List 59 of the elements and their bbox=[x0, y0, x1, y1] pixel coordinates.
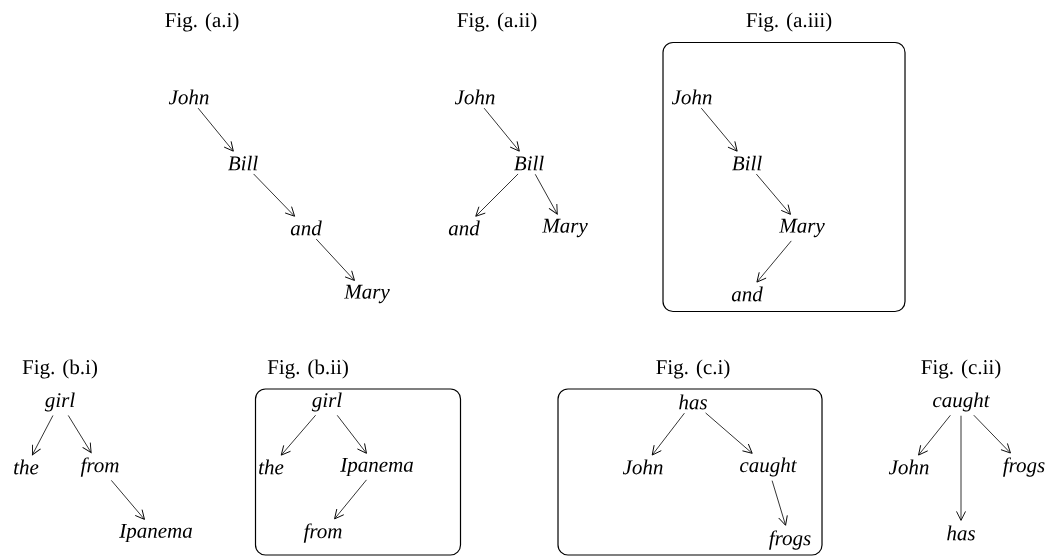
word: and bbox=[448, 220, 480, 236]
arrow bbox=[67, 415, 92, 454]
arrow bbox=[956, 415, 966, 521]
figure-label: Fig. (a.i) bbox=[165, 12, 239, 32]
word: and bbox=[290, 220, 322, 236]
word: Ipanema bbox=[119, 523, 192, 543]
arrow bbox=[334, 479, 367, 520]
arrow bbox=[771, 480, 788, 526]
arrow bbox=[197, 107, 234, 152]
figure-label: Fig. (a.iii) bbox=[746, 12, 832, 32]
word: caught bbox=[933, 392, 990, 412]
arrow bbox=[756, 240, 792, 283]
word: the bbox=[14, 459, 39, 475]
word: Mary bbox=[779, 218, 825, 238]
word: John bbox=[888, 459, 929, 475]
arrow bbox=[973, 414, 1011, 454]
word: John bbox=[454, 89, 495, 105]
word: has bbox=[947, 525, 975, 541]
arrow bbox=[651, 412, 685, 456]
word: Bill bbox=[732, 155, 762, 171]
word: frogs bbox=[769, 530, 811, 550]
word: John bbox=[622, 459, 663, 475]
figure-label: Fig. (a.ii) bbox=[457, 12, 537, 32]
word: girl bbox=[311, 392, 342, 412]
figure-label: Fig. (c.ii) bbox=[921, 359, 1001, 379]
arrow bbox=[280, 414, 316, 456]
word: John bbox=[671, 89, 712, 105]
word: Ipanema bbox=[340, 457, 413, 477]
arrow bbox=[483, 107, 520, 152]
word: the bbox=[259, 459, 284, 475]
word: caught bbox=[740, 457, 797, 477]
figure-label: Fig. (c.i) bbox=[656, 359, 730, 379]
arrow bbox=[534, 173, 558, 215]
figure-label: Fig. (b.ii) bbox=[267, 359, 348, 379]
arrow bbox=[253, 173, 296, 217]
word: Mary bbox=[344, 284, 390, 304]
frame-box bbox=[557, 388, 823, 556]
arrow bbox=[918, 414, 951, 456]
arrow bbox=[755, 173, 791, 215]
word: from bbox=[303, 523, 342, 543]
word: Bill bbox=[514, 155, 544, 171]
word: frogs bbox=[1003, 457, 1045, 477]
figure-label: Fig. (b.i) bbox=[22, 359, 97, 379]
arrow bbox=[700, 107, 738, 152]
arrow bbox=[110, 479, 145, 520]
word: Mary bbox=[542, 218, 588, 238]
arrow bbox=[315, 238, 355, 281]
word: Bill bbox=[228, 155, 258, 171]
word: has bbox=[679, 394, 707, 410]
word: John bbox=[168, 89, 209, 105]
frame-box bbox=[662, 41, 906, 313]
arrow bbox=[475, 173, 519, 217]
arrow bbox=[336, 414, 367, 454]
arrow bbox=[705, 412, 753, 454]
word: girl bbox=[44, 392, 75, 412]
frame-box bbox=[254, 388, 462, 556]
word: from bbox=[80, 457, 119, 477]
word: and bbox=[731, 286, 763, 302]
arrow bbox=[31, 415, 54, 456]
